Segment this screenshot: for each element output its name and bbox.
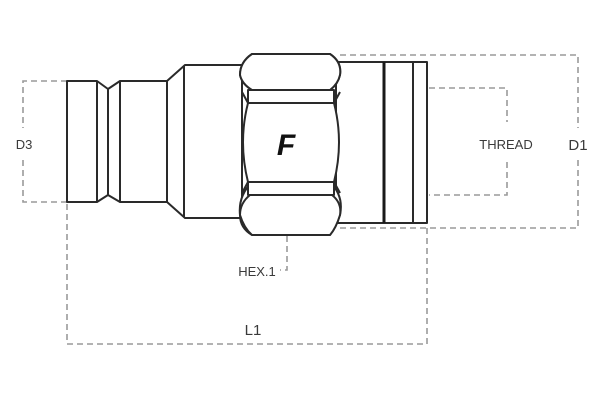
- hex-upper-band: [247, 89, 335, 104]
- l1-label: L1: [245, 322, 262, 339]
- hex-upper-face: [239, 53, 342, 91]
- hex-lower-face: [239, 194, 342, 236]
- l1-dimension-line: [66, 204, 428, 345]
- d1-dimension-line: [340, 54, 579, 229]
- dimension-lines: [22, 54, 579, 345]
- hex-bevel-lines: [241, 91, 341, 194]
- coupling-body: F: [66, 53, 428, 236]
- d3-label: D3: [16, 137, 33, 152]
- hex-lower-band: [247, 181, 335, 196]
- hex-label: HEX.1: [238, 264, 276, 279]
- thread-dimension-line: [429, 87, 508, 196]
- dimension-labels: D3 THREAD D1 HEX.1 L1: [16, 137, 588, 339]
- d1-label: D1: [568, 137, 587, 154]
- hex-leader-line: [280, 236, 288, 271]
- shoulder: [166, 64, 243, 219]
- brand-logo-f: F: [277, 129, 296, 162]
- thread-label: THREAD: [479, 137, 532, 152]
- plug-nose: [66, 80, 168, 203]
- d3-dimension-line: [22, 80, 67, 203]
